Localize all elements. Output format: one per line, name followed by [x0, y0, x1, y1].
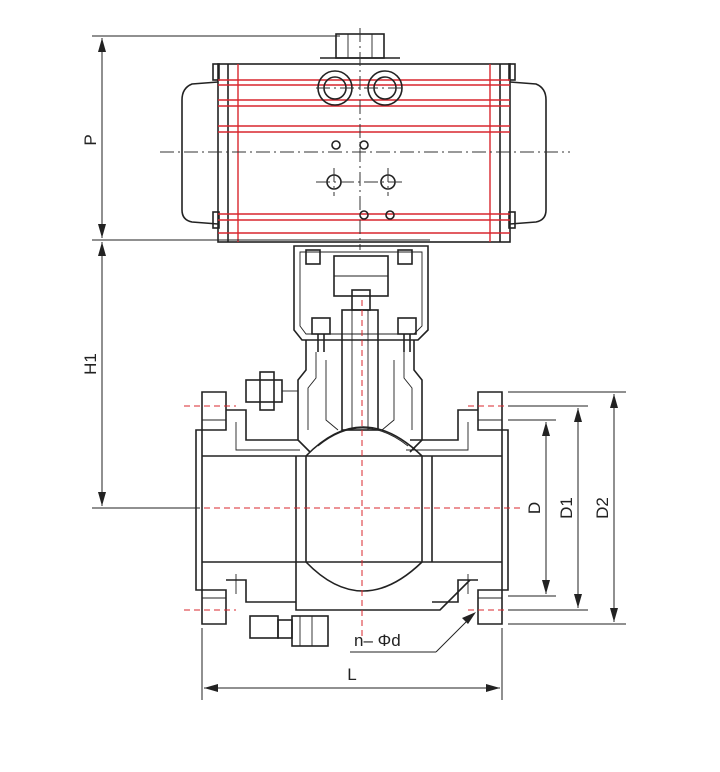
dim-label-p: P [81, 134, 100, 145]
dim-label-d1: D1 [557, 497, 576, 519]
dim-label-l: L [347, 665, 356, 684]
mounting-bracket [293, 245, 429, 431]
dim-label-h1: H1 [81, 353, 100, 375]
valve-body [184, 300, 520, 647]
dimension-lines [92, 35, 626, 700]
dim-label-holes: n– Φd [354, 631, 401, 650]
dim-label-d2: D2 [593, 497, 612, 519]
pneumatic-actuator [160, 28, 570, 250]
dim-label-d: D [525, 502, 544, 514]
